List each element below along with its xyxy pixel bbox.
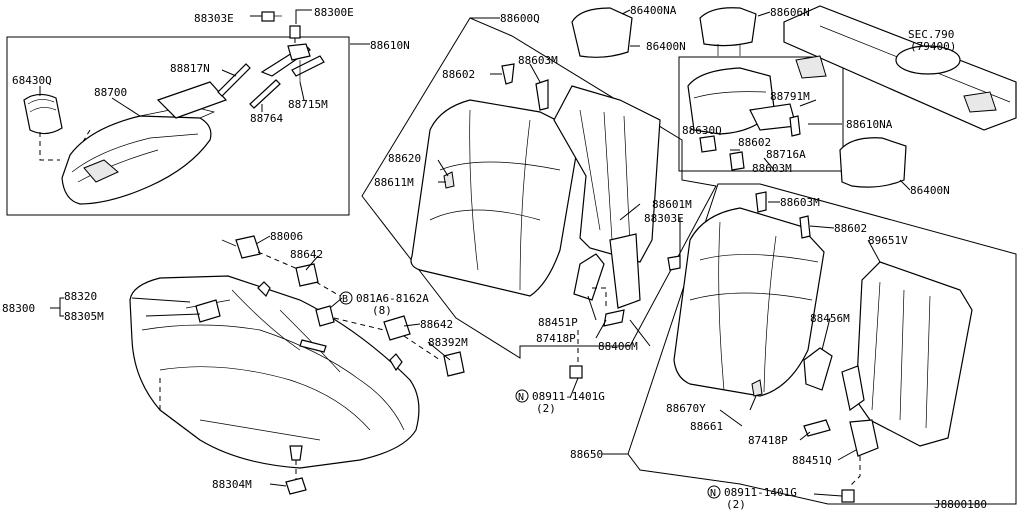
label-88817n: 88817N	[170, 62, 210, 75]
left-seatback-pad-part	[410, 99, 581, 297]
label-bolt-code: 081A6-8162A	[356, 292, 429, 305]
mark-n-a: N	[518, 392, 524, 403]
label-88700: 88700	[94, 86, 127, 99]
label-88603m-left: 88603M	[518, 54, 558, 67]
label-88716a: 88716A	[766, 148, 806, 161]
label-88600q: 88600Q	[500, 12, 540, 25]
label-88791m: 88791M	[770, 90, 810, 103]
label-68430q: 68430Q	[12, 74, 52, 87]
label-88006: 88006	[270, 230, 303, 243]
nut-08911-a-part	[569, 365, 583, 379]
parcel-shelf-group	[783, 5, 1017, 131]
armrest-group	[6, 11, 350, 216]
right-seatback-pad-part	[673, 207, 825, 397]
label-87418p-left: 87418P	[536, 332, 576, 345]
mark-n-b: N	[710, 488, 716, 499]
label-88303e-mid: 88303E	[644, 212, 684, 225]
label-88642-bottom: 88642	[420, 318, 453, 331]
headrest-86400na-part	[571, 7, 633, 58]
label-88610n: 88610N	[370, 39, 410, 52]
label-bolt-qty: (8)	[372, 304, 392, 317]
label-88392m: 88392M	[428, 336, 468, 349]
label-88603m-box: 88603M	[752, 162, 792, 175]
bolt-081a6-part	[315, 305, 335, 327]
cup-holder-part	[23, 93, 63, 135]
label-88451q: 88451Q	[792, 454, 832, 467]
label-88451p: 88451P	[538, 316, 578, 329]
label-88715m: 88715M	[288, 98, 328, 111]
label-89651v: 89651V	[868, 234, 908, 247]
nut-code-b-circle	[707, 485, 721, 499]
armrest-group-frame	[6, 36, 350, 216]
parcel-shelf-part	[783, 5, 1017, 131]
label-88456m: 88456M	[810, 312, 850, 325]
label-88620: 88620	[388, 152, 421, 165]
armrest-body-part	[61, 105, 216, 205]
label-87418p-right: 87418P	[748, 434, 788, 447]
seat-cushion-group	[129, 275, 420, 495]
nut-code-a-circle	[515, 389, 529, 403]
label-88642-top: 88642	[290, 248, 323, 261]
label-88611m: 88611M	[374, 176, 414, 189]
label-88602-right: 88602	[834, 222, 867, 235]
label-sec790: SEC.790	[908, 28, 954, 41]
seat-clips-group	[221, 235, 465, 377]
label-88300: 88300	[2, 302, 35, 315]
label-88303e-top: 88303E	[194, 12, 234, 25]
label-88300e: 88300E	[314, 6, 354, 19]
label-sec790-ref: (79400)	[910, 40, 956, 53]
label-nut-code-a: 08911-1401G	[532, 390, 605, 403]
label-88602-left: 88602	[442, 68, 475, 81]
mark-b: B	[342, 294, 348, 305]
headrests-group	[571, 7, 907, 188]
label-88304m: 88304M	[212, 478, 252, 491]
headrest-88606n-part	[699, 7, 757, 47]
label-88603m-right: 88603M	[780, 196, 820, 209]
label-nut-qty-b: (2)	[726, 498, 746, 511]
label-86400n-right: 86400N	[910, 184, 950, 197]
seat-lock-88304m-part	[285, 477, 307, 495]
bolt-88303e-top-part	[261, 11, 282, 22]
label-88601m: 88601M	[652, 198, 692, 211]
label-88670y: 88670Y	[666, 402, 706, 415]
label-nut-qty-a: (2)	[536, 402, 556, 415]
label-88406m: 88406M	[598, 340, 638, 353]
label-86400n-top: 86400N	[646, 40, 686, 53]
bracket-88451q-part	[849, 419, 879, 457]
headrest-86400n-part	[839, 137, 907, 188]
hinge-bracket-part	[287, 25, 311, 61]
bolt-88303e-mid-part	[667, 255, 681, 271]
headrest-box-frame	[678, 56, 844, 172]
label-88320: 88320	[64, 290, 97, 303]
nut-08911-b-part	[841, 489, 855, 503]
label-88602-box: 88602	[738, 136, 771, 149]
label-88661: 88661	[690, 420, 723, 433]
left-seatback-frame-part	[553, 85, 661, 263]
label-88610na: 88610NA	[846, 118, 893, 131]
label-nut-code-b: 08911-1401G	[724, 486, 797, 499]
label-88630q: 88630Q	[682, 124, 722, 137]
leader-lines	[39, 9, 911, 497]
center-armrest-headrest-group	[687, 67, 801, 171]
label-88764: 88764	[250, 112, 283, 125]
label-88305m: 88305M	[64, 310, 104, 323]
label-88650: 88650	[570, 448, 603, 461]
label-88606n: 88606N	[770, 6, 810, 19]
part-labels: 88303E 88300E 88610N 68430Q 88700 88817N…	[2, 4, 987, 511]
bolt-code-circle	[339, 291, 353, 305]
armrest-lid-part	[156, 81, 228, 119]
right-seatback-frame-part	[855, 261, 973, 447]
right-seatback-group	[673, 191, 973, 503]
left-seatback-group	[410, 63, 681, 379]
diagram-id: J8800180	[934, 498, 987, 511]
label-86400na: 86400NA	[630, 4, 677, 17]
right-seatback-frame	[627, 183, 1017, 505]
